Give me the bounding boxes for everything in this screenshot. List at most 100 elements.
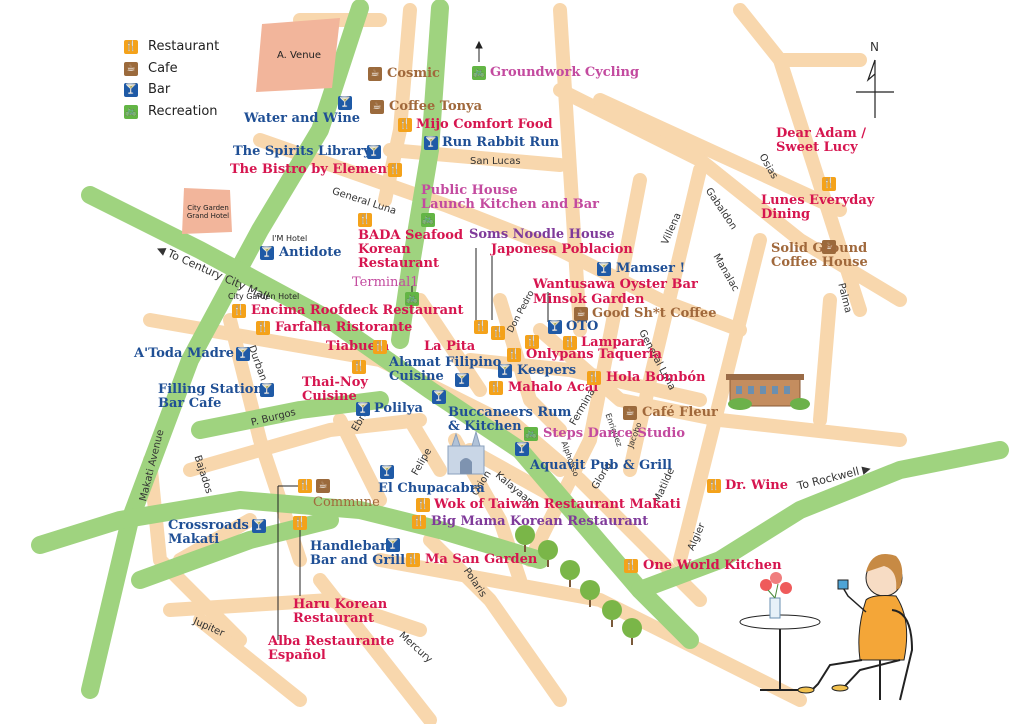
- venue-a-venue: A. Venue: [276, 50, 322, 61]
- fork-knife-icon: 🍴: [232, 304, 246, 318]
- cup-icon: ☕: [124, 62, 138, 76]
- place-groundwork-cycling[interactable]: Groundwork Cycling: [490, 65, 640, 80]
- place-atoda-madre[interactable]: A'Toda Madre: [134, 346, 234, 361]
- compass-north-label: N: [870, 40, 879, 54]
- place-handlebar-bar-grill[interactable]: Bar and Grill: [310, 553, 406, 568]
- place-bada-seafood[interactable]: BADA Seafood: [358, 228, 464, 243]
- place-filling-station[interactable]: Filling Station: [158, 382, 263, 397]
- cocktail-icon: 🍸: [367, 145, 381, 159]
- place-bada-restaurant[interactable]: Restaurant: [358, 256, 440, 271]
- cocktail-icon: 🍸: [498, 364, 512, 378]
- place-alamat-cuisine[interactable]: Cuisine: [389, 369, 444, 384]
- fork-knife-icon: 🍴: [412, 515, 426, 529]
- fork-knife-icon: 🍴: [525, 335, 539, 349]
- place-launch-kitchen[interactable]: Launch Kitchen and Bar: [421, 197, 599, 212]
- cocktail-icon: 🍸: [515, 442, 529, 456]
- place-buccaneers-rum[interactable]: Buccaneers Rum: [448, 405, 572, 420]
- place-dear-adam[interactable]: Dear Adam /: [776, 126, 866, 141]
- fork-knife-icon: 🍴: [416, 498, 430, 512]
- place-spirits-library[interactable]: The Spirits Library: [233, 144, 371, 159]
- place-dr-wine[interactable]: Dr. Wine: [725, 478, 789, 493]
- place-antidote[interactable]: Antidote: [279, 245, 342, 260]
- place-terminal1[interactable]: Terminal1: [352, 275, 419, 290]
- bike-icon: 🚲: [124, 105, 138, 119]
- place-onlypans[interactable]: Onlypans Taqueria: [526, 347, 662, 362]
- place-haru-korean[interactable]: Haru Korean: [293, 597, 388, 612]
- place-hola-bombon[interactable]: Hola Bombón: [606, 370, 706, 385]
- place-good-sht-coffee[interactable]: Good Sh*t Coffee: [592, 306, 717, 321]
- place-mijo-comfort-food[interactable]: Mijo Comfort Food: [416, 117, 553, 132]
- place-coffee-tonya[interactable]: Coffee Tonya: [389, 99, 483, 114]
- cup-icon: ☕: [822, 240, 836, 254]
- place-crossroads-makati[interactable]: Makati: [168, 532, 220, 547]
- place-handlebar[interactable]: Handlebar: [310, 539, 387, 554]
- cocktail-icon: 🍸: [386, 538, 400, 552]
- place-el-chupacabra[interactable]: El Chupacabra: [378, 481, 485, 496]
- place-alamat-filipino[interactable]: Alamat Filipino: [389, 355, 502, 370]
- place-haru-restaurant[interactable]: Restaurant: [293, 611, 375, 626]
- place-sweet-lucy[interactable]: Sweet Lucy: [776, 140, 858, 155]
- bike-icon: 🚲: [524, 427, 538, 441]
- fork-knife-icon: 🍴: [124, 40, 138, 54]
- fork-knife-icon: 🍴: [474, 320, 488, 334]
- cocktail-icon: 🍸: [124, 83, 138, 97]
- fork-knife-icon: 🍴: [293, 516, 307, 530]
- cup-icon: ☕: [370, 100, 384, 114]
- place-bistro-by-element[interactable]: The Bistro by Element: [230, 162, 393, 177]
- place-japonesa-poblacion[interactable]: Japonesa Poblacion: [491, 242, 633, 257]
- cocktail-icon: 🍸: [455, 373, 469, 387]
- place-commune[interactable]: Commune: [313, 495, 380, 510]
- place-bada-korean[interactable]: Korean: [358, 242, 411, 257]
- place-cafe-fleur[interactable]: Café Fleur: [642, 405, 718, 420]
- fork-knife-icon: 🍴: [707, 479, 721, 493]
- place-wantusawa[interactable]: Wantusawa Oyster Bar: [533, 277, 698, 292]
- place-ma-san-garden[interactable]: Ma San Garden: [425, 552, 538, 567]
- cocktail-icon: 🍸: [260, 246, 274, 260]
- woman-at-table-illustration: [739, 554, 914, 701]
- place-mahalo-acai[interactable]: Mahalo Acai: [508, 380, 599, 395]
- place-run-rabbit-run[interactable]: Run Rabbit Run: [442, 135, 560, 150]
- place-la-pita[interactable]: La Pita: [424, 339, 476, 354]
- place-cosmic[interactable]: Cosmic: [387, 66, 440, 81]
- fork-knife-icon: 🍴: [563, 336, 577, 350]
- place-filling-bar-cafe[interactable]: Bar Cafe: [158, 396, 222, 411]
- place-thai-noy[interactable]: Thai-Noy: [302, 375, 368, 390]
- fork-knife-icon: 🍴: [388, 163, 402, 177]
- place-aquavit[interactable]: Aquavit Pub & Grill: [530, 458, 672, 473]
- place-lunes-dining[interactable]: Dining: [761, 207, 811, 222]
- place-lunes-everyday[interactable]: Lunes Everyday: [761, 193, 875, 208]
- place-public-house[interactable]: Public House: [421, 183, 518, 198]
- place-minsok-garden[interactable]: Minsok Garden: [533, 292, 645, 307]
- place-encima-roofdeck[interactable]: Encima Roofdeck Restaurant: [251, 303, 464, 318]
- place-oto[interactable]: OTO: [566, 319, 599, 334]
- place-wok-of-taiwan[interactable]: Wok of Taiwan Restaurant Makati: [434, 497, 681, 512]
- place-polilya[interactable]: Polilya: [374, 401, 423, 416]
- place-one-world-kitchen[interactable]: One World Kitchen: [643, 558, 782, 573]
- place-alba-restaurante[interactable]: Alba Restaurante: [268, 634, 395, 649]
- fork-knife-icon: 🍴: [406, 553, 420, 567]
- place-big-mama[interactable]: Big Mama Korean Restaurant: [431, 514, 649, 529]
- cocktail-icon: 🍸: [338, 96, 352, 110]
- place-farfalla[interactable]: Farfalla Ristorante: [275, 320, 413, 335]
- place-lampara[interactable]: Lampara: [581, 335, 646, 350]
- bike-icon: 🚲: [405, 292, 419, 306]
- fork-knife-icon: 🍴: [298, 479, 312, 493]
- fork-knife-icon: 🍴: [373, 340, 387, 354]
- place-buccaneers-kitchen[interactable]: & Kitchen: [448, 419, 522, 434]
- place-water-and-wine[interactable]: Water and Wine: [244, 111, 361, 126]
- place-solid-ground-coffee[interactable]: Coffee House: [771, 255, 868, 270]
- place-alba-espanol[interactable]: Español: [268, 648, 326, 663]
- place-keepers[interactable]: Keepers: [517, 363, 577, 378]
- place-soms-noodle-house[interactable]: Soms Noodle House: [469, 227, 615, 242]
- place-solid-ground[interactable]: Solid Ground: [771, 241, 868, 256]
- fork-knife-icon: 🍴: [358, 213, 372, 227]
- place-crossroads[interactable]: Crossroads: [168, 518, 249, 533]
- cocktail-icon: 🍸: [432, 390, 446, 404]
- place-mamser[interactable]: Mamser !: [616, 261, 686, 276]
- place-steps-dance-studio[interactable]: Steps Dance Studio: [543, 426, 686, 441]
- fork-knife-icon: 🍴: [507, 348, 521, 362]
- cup-icon: ☕: [368, 67, 382, 81]
- place-thai-noy-cuisine[interactable]: Cuisine: [302, 389, 357, 404]
- cocktail-icon: 🍸: [424, 136, 438, 150]
- cocktail-icon: 🍸: [380, 465, 394, 479]
